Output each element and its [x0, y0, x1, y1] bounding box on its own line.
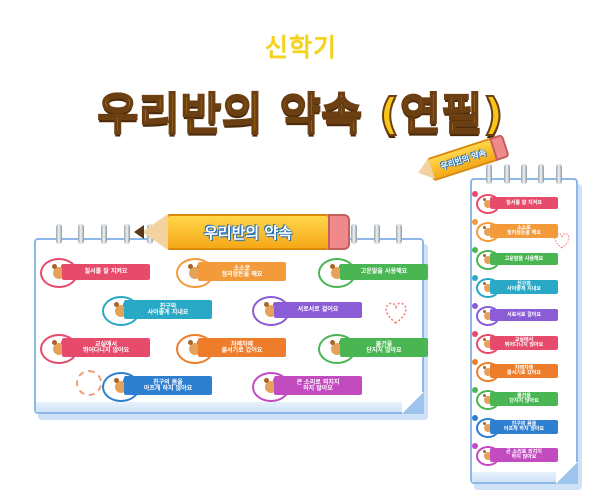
- page-curl: [402, 392, 424, 414]
- promise-label: 서로서로 걸어요: [274, 302, 362, 318]
- heart-icon: [385, 302, 407, 324]
- page-title: 우리반의 약속 (연필): [97, 88, 505, 141]
- promise-label: 차례차례 줄서기로 갔어요: [490, 364, 558, 378]
- number-dot-icon: [472, 415, 478, 421]
- promise-label: 교실에서 뛰어다니지 않아요: [490, 336, 558, 350]
- binder-rings: [472, 164, 576, 186]
- number-dot-icon: [472, 191, 478, 197]
- ring-icon: [350, 224, 357, 244]
- number-dot-icon: [472, 219, 478, 225]
- promise-label: 친구의 몸을 아프게 하지 않아요: [124, 376, 212, 395]
- ring-icon: [55, 224, 62, 244]
- ring-icon: [538, 164, 545, 184]
- ring-icon: [78, 224, 85, 244]
- number-dot-icon: [472, 443, 478, 449]
- number-dot-icon: [472, 387, 478, 393]
- pencil-tip: [142, 214, 168, 250]
- ring-icon: [486, 164, 493, 184]
- promise-label: 소소로 정리정돈을 해요: [198, 262, 286, 281]
- promise-label: 친구와 사이좋게 지내요: [124, 300, 212, 319]
- promise-label: 차례차례 줄서기로 갔어요: [198, 338, 286, 357]
- number-dot-icon: [472, 331, 478, 337]
- promise-label: 질서를 잘 지켜요: [62, 264, 150, 280]
- pencil-lead: [134, 225, 144, 239]
- heart-icon: [554, 233, 570, 249]
- title-pencil: 우리반의 약속: [134, 214, 350, 250]
- promise-label: 친구의 몸을 아프게 하지 않아요: [490, 420, 558, 434]
- ring-icon: [396, 224, 403, 244]
- ring-icon: [373, 224, 380, 244]
- side-board: 질서를 잘 지켜요 소소로 정리정돈을 해요 고운말을 사용해요 친구와 사이좋…: [470, 164, 578, 484]
- ring-icon: [555, 164, 562, 184]
- promise-label: 소소로 정리정돈을 해요: [490, 224, 558, 238]
- promise-label: 물건을 단지지 않아요: [340, 338, 428, 357]
- promise-label: 큰 소리로 외치지 하지 않아요: [274, 376, 362, 395]
- ring-icon: [503, 164, 510, 184]
- subtitle: 신학기: [264, 33, 337, 62]
- board-title: 우리반의 약속: [203, 223, 293, 242]
- ring-icon: [123, 224, 130, 244]
- number-dot-icon: [472, 275, 478, 281]
- promise-label: 친구와 사이좋게 지내요: [490, 280, 558, 294]
- ring-icon: [101, 224, 108, 244]
- promise-label: 질서를 잘 지켜요: [490, 197, 558, 209]
- flower-icon: [76, 370, 102, 396]
- promise-label: 서로서로 걸어요: [490, 309, 558, 321]
- page-curl: [556, 462, 578, 484]
- number-dot-icon: [472, 247, 478, 253]
- main-board: 질서를 잘 지켜요 소소로 정리정돈을 해요 고운말을 사용해요 친구와 사이좋…: [34, 224, 428, 414]
- pencil-eraser: [328, 214, 350, 250]
- number-dot-icon: [472, 359, 478, 365]
- promise-label: 물건을 단지지 않아요: [490, 392, 558, 406]
- ring-icon: [521, 164, 527, 184]
- promise-label: 교실에서 뛰어다니지 않아요: [62, 338, 150, 357]
- promise-label: 고운말을 사용해요: [490, 253, 558, 265]
- promise-label: 고운말을 사용해요: [340, 264, 428, 280]
- promise-label: 큰 소리로 외치지 하지 않아요: [490, 448, 558, 462]
- number-dot-icon: [472, 303, 478, 309]
